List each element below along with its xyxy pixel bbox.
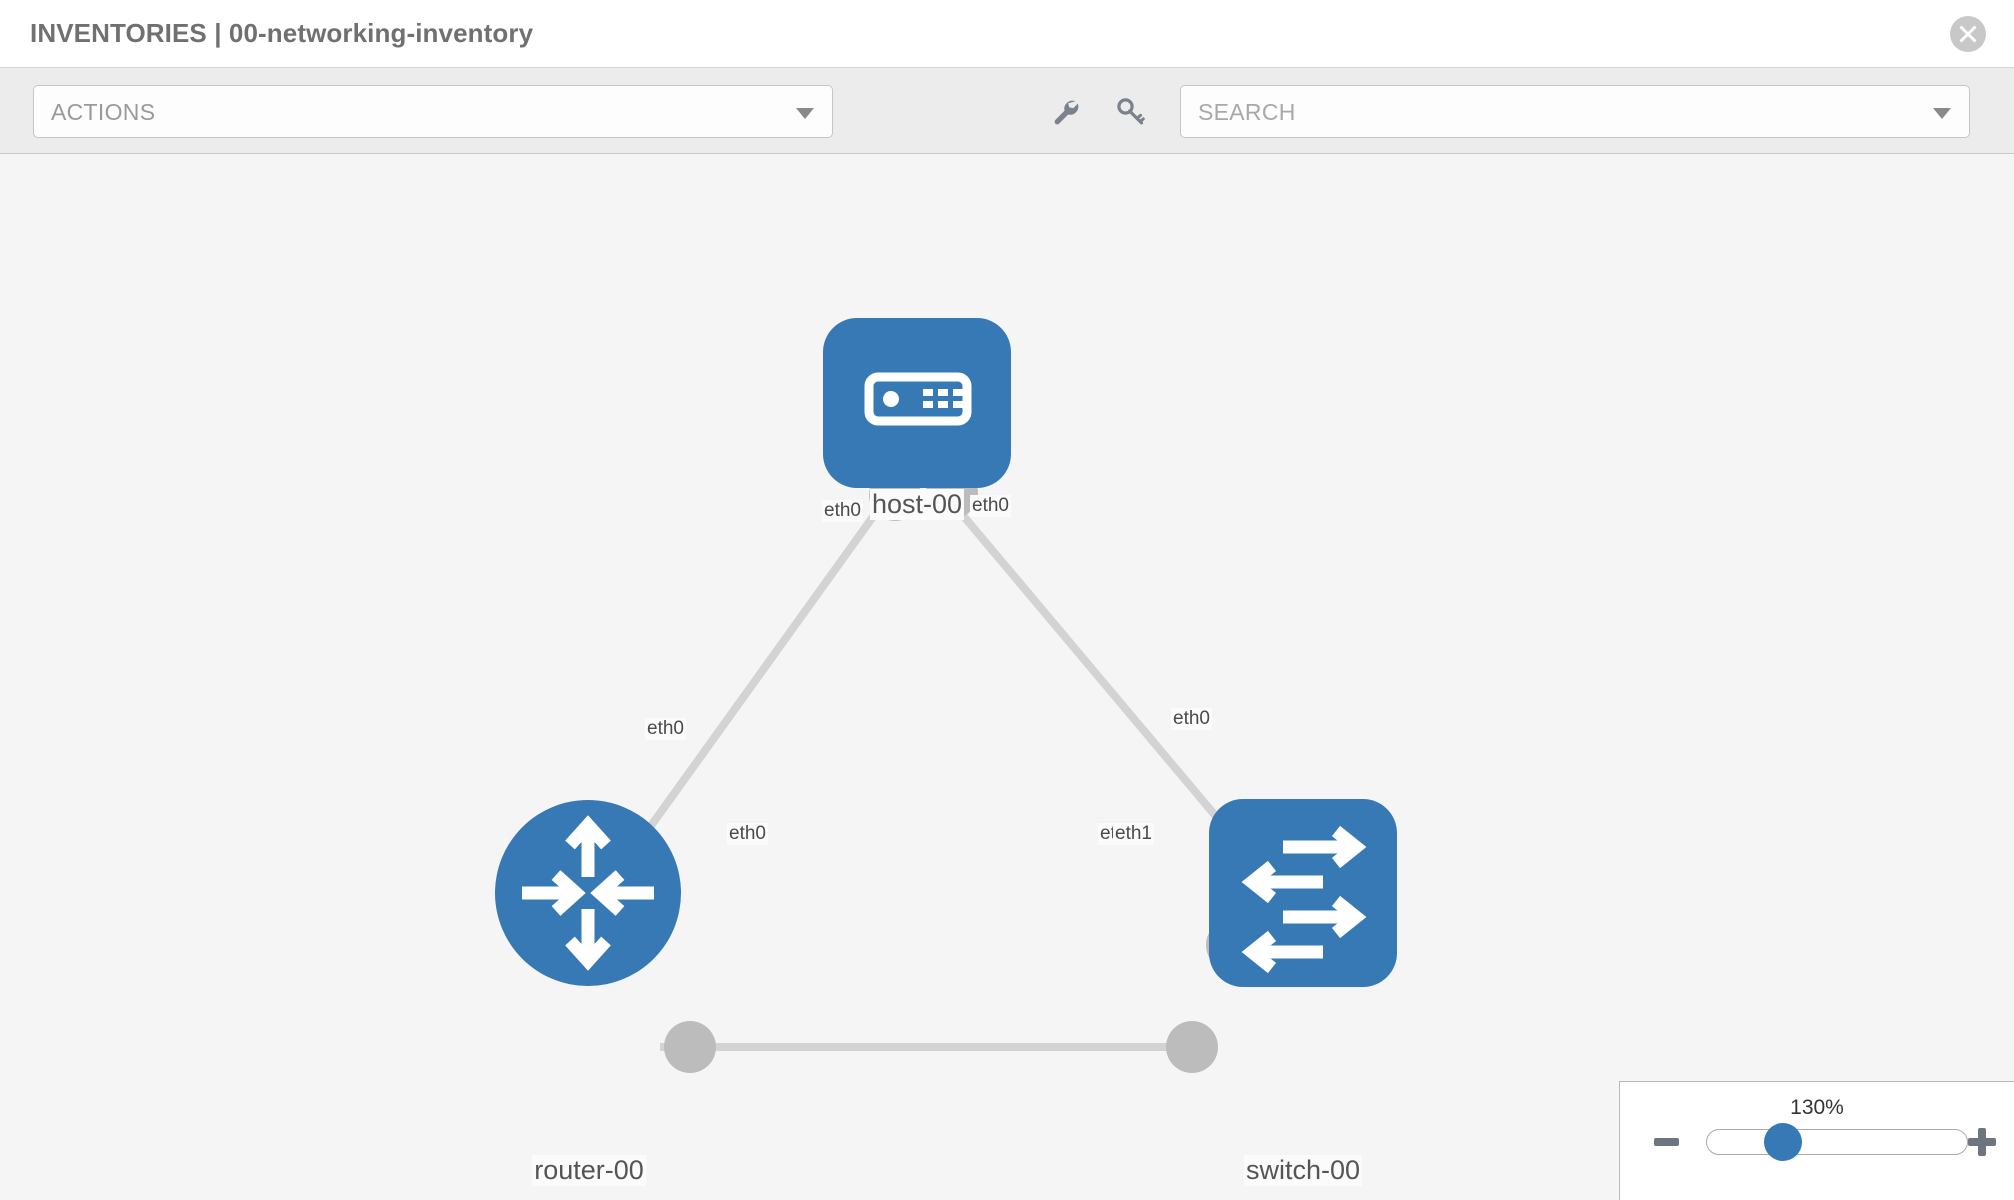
port-label: eth0 xyxy=(727,823,768,845)
edge-host-switch xyxy=(946,497,1244,848)
key-icon[interactable] xyxy=(1112,94,1148,130)
port-label: eth0 xyxy=(645,718,686,740)
actions-dropdown[interactable]: ACTIONS xyxy=(33,85,833,138)
page-header: INVENTORIES | 00-networking-inventory xyxy=(0,0,2014,68)
search-placeholder: SEARCH xyxy=(1198,99,1296,125)
zoom-control-panel: 130% xyxy=(1619,1081,2014,1200)
edge-host-router xyxy=(626,497,889,858)
zoom-slider-track[interactable] xyxy=(1706,1129,1968,1155)
zoom-in-button[interactable] xyxy=(1968,1128,1996,1156)
port-label: eth1 xyxy=(1113,823,1154,845)
server-icon xyxy=(864,372,972,426)
node-label-router: router-00 xyxy=(532,1155,646,1186)
switch-arrows-icon xyxy=(1241,825,1367,974)
chevron-down-icon xyxy=(796,108,814,119)
topology-canvas[interactable]: eth0 eth0 eth0 eth0 eth0 eth0 eth1 host-… xyxy=(0,155,2014,1200)
router-arrows-icon xyxy=(522,815,654,971)
wrench-icon[interactable] xyxy=(1047,94,1083,130)
search-input[interactable]: SEARCH xyxy=(1180,85,1970,138)
node-switch-00[interactable] xyxy=(1209,799,1397,987)
node-router-00[interactable] xyxy=(495,800,681,986)
port-label: eth0 xyxy=(1171,708,1212,730)
zoom-out-button[interactable] xyxy=(1654,1138,1679,1146)
node-host-00[interactable] xyxy=(823,318,1011,488)
zoom-slider-thumb[interactable] xyxy=(1764,1123,1802,1161)
zoom-level-value: 130% xyxy=(1790,1096,1844,1119)
port-connector[interactable] xyxy=(664,1021,716,1073)
port-label: eth0 xyxy=(822,500,863,522)
page-title: INVENTORIES | 00-networking-inventory xyxy=(30,18,534,48)
toolbar: ACTIONS SEARCH xyxy=(0,68,2014,154)
topology-graph xyxy=(495,318,1397,1073)
close-icon[interactable] xyxy=(1950,16,1986,52)
port-label: eth0 xyxy=(970,495,1011,517)
chevron-down-icon[interactable] xyxy=(1933,108,1951,119)
node-label-host: host-00 xyxy=(869,489,965,520)
port-connector[interactable] xyxy=(1166,1021,1218,1073)
node-label-switch: switch-00 xyxy=(1243,1155,1363,1186)
actions-dropdown-label: ACTIONS xyxy=(51,99,156,125)
